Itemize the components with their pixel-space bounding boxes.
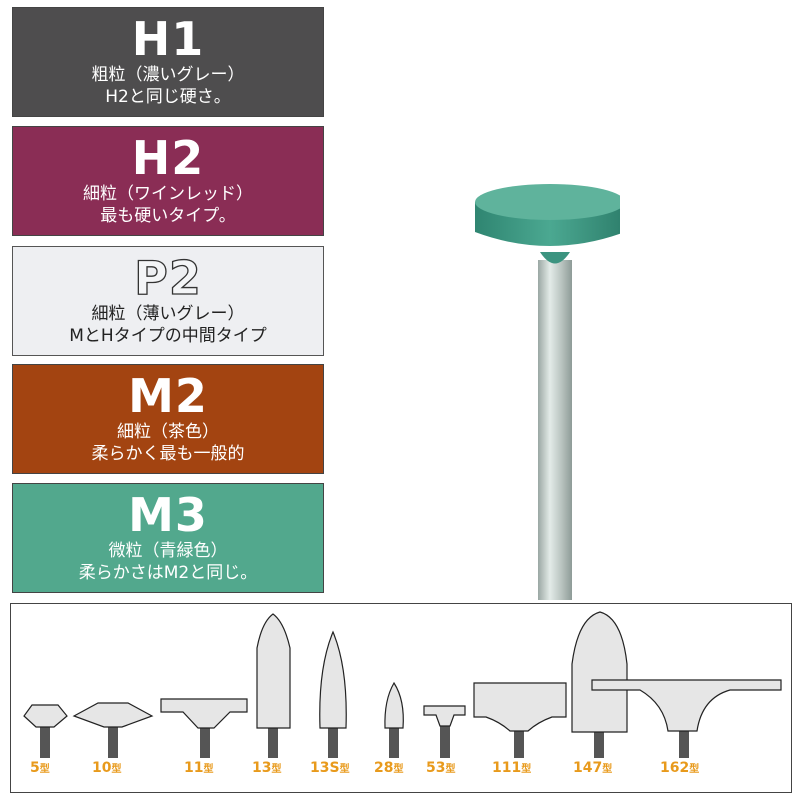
grade-box-h1: H1 粗粒（濃いグレー） H2と同じ硬さ。 — [12, 7, 324, 117]
grade-desc-line2: 柔らかく最も一般的 — [91, 444, 245, 464]
shape-10-shank — [108, 724, 118, 758]
shape-162-head — [591, 679, 782, 732]
shape-147-shank — [594, 728, 604, 758]
shape-53-head — [423, 705, 466, 727]
shape-28-head — [384, 681, 404, 729]
grade-code: H2 — [131, 131, 205, 185]
shape-111-shank — [514, 728, 524, 758]
grade-desc-line2: MとHタイプの中間タイプ — [69, 326, 267, 346]
grade-code: H1 — [131, 12, 205, 66]
grade-code: M2 — [128, 369, 208, 423]
shape-label-147: 147型 — [573, 760, 613, 776]
shape-11-head — [160, 698, 248, 729]
shape-label-111: 111型 — [492, 760, 532, 776]
shape-label-5: 5型 — [30, 760, 50, 776]
shape-5-shank — [40, 722, 50, 758]
shape-label-28: 28型 — [374, 760, 404, 776]
shape-13s-head — [319, 630, 347, 729]
shape-28-shank — [389, 726, 399, 758]
grade-desc-line2: 柔らかさはM2と同じ。 — [78, 563, 258, 583]
wheel-top — [475, 184, 620, 220]
grade-box-m2: M2 細粒（茶色） 柔らかく最も一般的 — [12, 364, 324, 474]
grade-box-h2: H2 細粒（ワインレッド） 最も硬いタイプ。 — [12, 126, 324, 236]
grade-box-m3: M3 微粒（青緑色） 柔らかさはM2と同じ。 — [12, 483, 324, 593]
grade-desc-line1: 粗粒（濃いグレー） — [91, 65, 245, 85]
shape-13-head — [256, 613, 291, 729]
grade-code: P2 — [133, 251, 202, 305]
shape-162-shank — [679, 728, 689, 758]
shape-5-head — [23, 704, 68, 728]
shape-label-13: 13型 — [252, 760, 282, 776]
grade-desc-line1: 細粒（茶色） — [117, 422, 219, 442]
grade-desc-line2: H2と同じ硬さ。 — [105, 87, 231, 107]
shape-label-162: 162型 — [660, 760, 700, 776]
shape-147-head — [571, 611, 628, 733]
grade-code: M3 — [128, 488, 208, 542]
grade-desc-line1: 細粒（ワインレッド） — [83, 184, 253, 204]
shape-label-13s: 13S型 — [310, 760, 350, 776]
grade-desc-line2: 最も硬いタイプ。 — [100, 206, 236, 226]
shape-label-53: 53型 — [426, 760, 456, 776]
polishing-wheel-image — [475, 184, 620, 600]
shape-label-11: 11型 — [184, 760, 214, 776]
shape-53-shank — [440, 724, 450, 758]
wheel-neck — [540, 252, 570, 264]
shape-13s-shank — [328, 726, 338, 758]
shape-11-shank — [200, 724, 210, 758]
shape-10-head — [72, 702, 154, 728]
grade-desc-line1: 微粒（青緑色） — [108, 541, 228, 561]
shaft — [538, 260, 572, 600]
grade-desc-line1: 細粒（薄いグレー） — [91, 304, 245, 324]
shape-label-10: 10型 — [92, 760, 122, 776]
grade-box-p2: P2 細粒（薄いグレー） MとHタイプの中間タイプ — [12, 246, 324, 356]
shape-13-shank — [268, 726, 278, 758]
shape-111-head — [473, 682, 567, 732]
